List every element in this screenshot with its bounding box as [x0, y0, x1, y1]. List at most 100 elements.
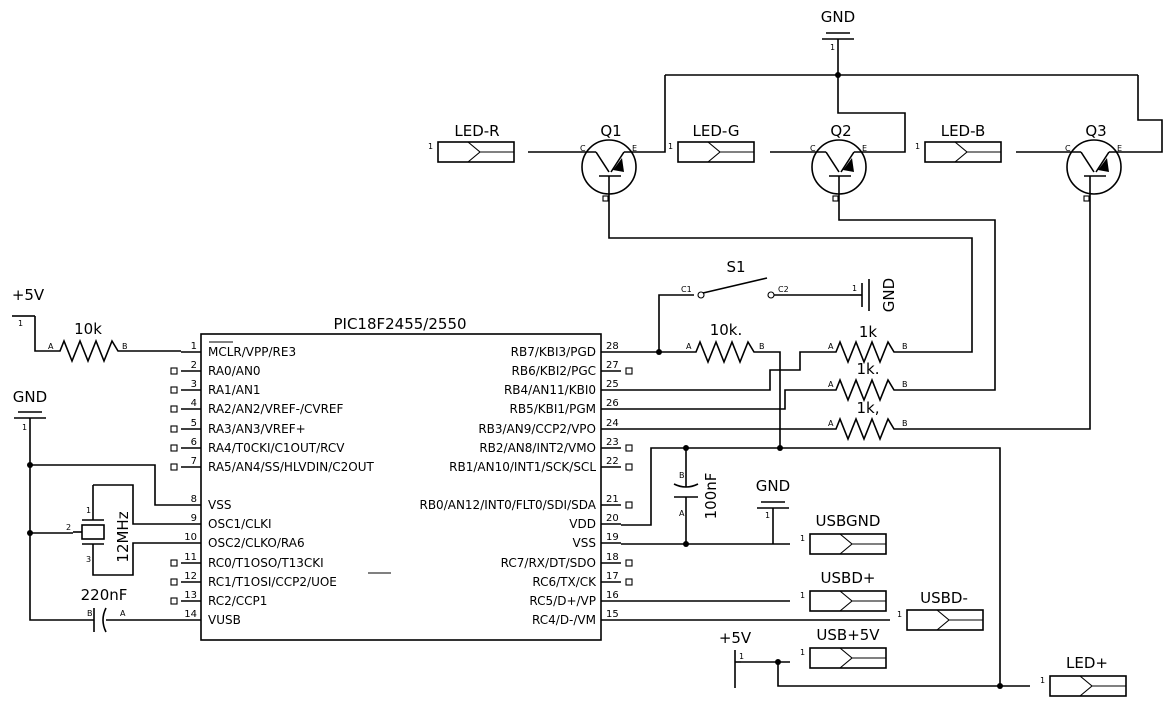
pin-number: 17: [606, 571, 619, 582]
connector-label: LED-R: [454, 122, 499, 140]
pin-number: 4: [191, 398, 197, 409]
gnd-label: GND: [880, 278, 898, 312]
collector-label: C: [580, 144, 586, 153]
vcc-label: +5V: [719, 629, 752, 647]
gnd-symbol-top: GND 1: [821, 8, 855, 52]
pin-name: RB2/AN8/INT2/VMO: [479, 441, 596, 455]
pin-number: 1: [191, 341, 197, 352]
pin-label: 1: [18, 319, 23, 328]
pin-name: VUSB: [208, 613, 241, 627]
pin-number: 24: [606, 418, 619, 429]
pin-label: 1: [765, 511, 770, 520]
pin-number: 11: [184, 552, 197, 563]
collector-label: C: [810, 144, 816, 153]
capacitor-value: 100nF: [702, 473, 720, 520]
pin-label: 1: [830, 43, 835, 52]
pin-b-label: B: [902, 380, 908, 389]
pin-name: VDD: [569, 517, 596, 531]
pin-name: RB6/KBI2/PGC: [512, 364, 596, 378]
pin-a-label: A: [686, 342, 692, 351]
connector-pin: 1: [800, 534, 805, 543]
wires: [20, 52, 1163, 687]
resistor-value: 1k,: [857, 399, 880, 417]
chip-title: PIC18F2455/2550: [333, 315, 466, 333]
pin-name: VSS: [573, 536, 596, 550]
transistor-ref: Q2: [830, 122, 851, 140]
pin-c2-label: C2: [778, 285, 789, 294]
pin-number: 28: [606, 341, 619, 352]
connector-label: USBD-: [920, 589, 968, 607]
pin-a-label: A: [828, 342, 834, 351]
pin-number: 12: [184, 571, 197, 582]
emitter-label: E: [632, 144, 637, 153]
connector-ledp: LED+1: [1040, 654, 1127, 697]
connector-led-g: LED-G1: [668, 122, 755, 163]
switch-s1: S1 C1 C2: [681, 258, 789, 299]
gnd-symbol-left: GND 1: [13, 388, 47, 432]
vcc-symbol-left: +5V 1: [12, 286, 45, 328]
pin-a-label: A: [120, 609, 126, 618]
pin-name: RC5/D+/VP: [529, 594, 596, 608]
pin-c1-label: C1: [681, 285, 692, 294]
crystal-12mhz: 12MHz 1 2 3: [66, 506, 132, 564]
chip-pin-left: 10 OSC2/CLKO/RA6: [181, 532, 305, 550]
pin-1-label: 1: [86, 506, 91, 515]
resistor-value: 10k: [74, 320, 102, 338]
connector-label: LED-B: [941, 122, 986, 140]
connector-led-r: LED-R 1: [428, 122, 515, 163]
pin-number: 21: [606, 494, 619, 505]
connector-pin: 1: [668, 142, 673, 151]
pin-name: RB5/KBI1/PGM: [510, 402, 596, 416]
pin-name: OSC2/CLKO/RA6: [208, 536, 305, 550]
switch-ref: S1: [726, 258, 745, 276]
pin-number: 18: [606, 552, 619, 563]
pin-number: 25: [606, 379, 619, 390]
transistor-ref: Q1: [600, 122, 621, 140]
connector-label: USBD+: [821, 569, 876, 587]
resistor-r-sw: 10k. A B: [686, 321, 770, 365]
chip-pin-right: 17 RC6/TX/CK: [532, 571, 633, 589]
pin-b-label: B: [122, 342, 128, 351]
pin-number: 26: [606, 398, 619, 409]
resistor-value: 1k: [859, 323, 878, 341]
pin-number: 19: [606, 532, 619, 543]
chip-pin-left: 11 RC0/T1OSO/T13CKI: [170, 552, 324, 570]
pin-label: 1: [852, 284, 857, 293]
pin-number: 16: [606, 590, 619, 601]
connector-pin: 1: [428, 142, 433, 151]
pin-number: 7: [191, 456, 197, 467]
pin-number: 20: [606, 513, 619, 524]
pin-name: RB0/AN12/INT0/FLT0/SDI/SDA: [419, 498, 596, 512]
gnd-symbol-switch: GND 1: [850, 278, 898, 312]
pin-name: RC0/T1OSO/T13CKI: [208, 556, 324, 570]
resistor-r-q2: 1k. A B: [826, 360, 911, 403]
connector-pin: 1: [897, 610, 902, 619]
pin-b-label: B: [87, 609, 93, 618]
connector-usbdm: USBD- 1: [897, 589, 984, 631]
pin-name: RA1/AN1: [208, 383, 261, 397]
pin-a-label: A: [828, 419, 834, 428]
transistor-q1: Q1 C E: [578, 122, 641, 202]
pin-number: 10: [184, 532, 197, 543]
pin-a-label: A: [828, 380, 834, 389]
pin-number: 13: [184, 590, 197, 601]
capacitor-value: 220nF: [81, 586, 128, 604]
pin-name: RC6/TX/CK: [532, 575, 597, 589]
transistor-ref: Q3: [1085, 122, 1106, 140]
pin-3-label: 3: [86, 555, 91, 564]
resistor-r-q1: 1k A B: [826, 323, 911, 365]
